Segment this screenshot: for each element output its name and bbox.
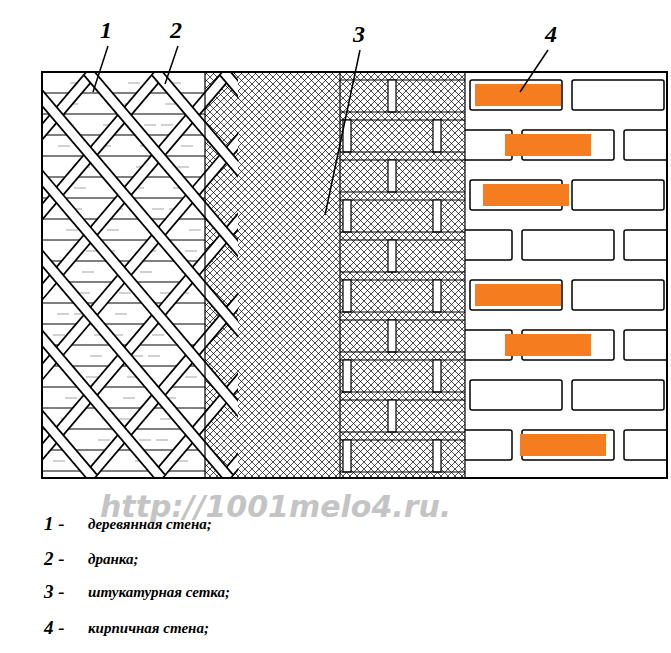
frame — [42, 72, 667, 478]
divider — [339, 72, 340, 478]
legend-text: штукатурная сетка; — [88, 585, 230, 600]
callout-number: 2 — [170, 18, 182, 42]
legend-number: 3 - — [44, 582, 65, 601]
meshed-brick — [340, 72, 465, 478]
legend-text: дранка; — [88, 552, 139, 567]
brick-wall — [465, 80, 667, 478]
lath-strips — [42, 72, 238, 478]
divider — [464, 72, 465, 478]
legend-number: 2 - — [44, 549, 65, 568]
divider — [204, 72, 205, 478]
plaster-mesh — [205, 72, 340, 478]
callout-number: 1 — [100, 18, 112, 42]
leader-lines — [93, 46, 548, 215]
callout-number: 3 — [353, 22, 365, 46]
legend-number: 4 - — [44, 618, 65, 637]
legend-text: деревянная стена; — [88, 517, 212, 532]
legend-text: кирпичная стена; — [88, 621, 209, 636]
callout-number: 4 — [545, 22, 557, 46]
legend-number: 1 - — [44, 514, 65, 533]
